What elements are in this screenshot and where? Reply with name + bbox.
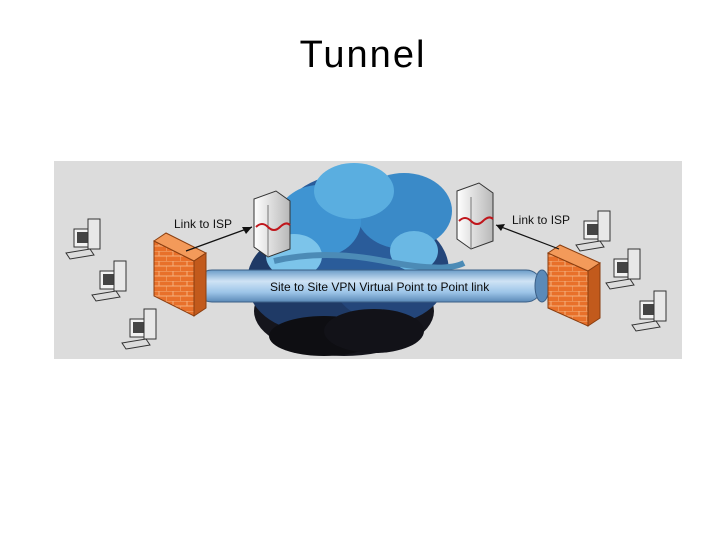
left-firewall-icon [153,232,207,317]
right-firewall-icon [546,244,602,327]
slide-title: Tunnel [299,34,427,76]
internet-cloud-icon [247,163,466,356]
vpn-tunnel-diagram: Site to Site VPN Virtual Point to Point … [54,161,682,359]
right-isp-router-icon [456,182,494,250]
right-isp-link [495,224,560,250]
tunnel-label: Site to Site VPN Virtual Point to Point … [270,280,490,294]
left-isp-link [185,226,253,252]
left-isp-router-icon [253,190,291,258]
vpn-tunnel: Site to Site VPN Virtual Point to Point … [195,269,550,303]
left-link-label: Link to ISP [174,217,232,231]
right-link-label: Link to ISP [512,213,570,227]
